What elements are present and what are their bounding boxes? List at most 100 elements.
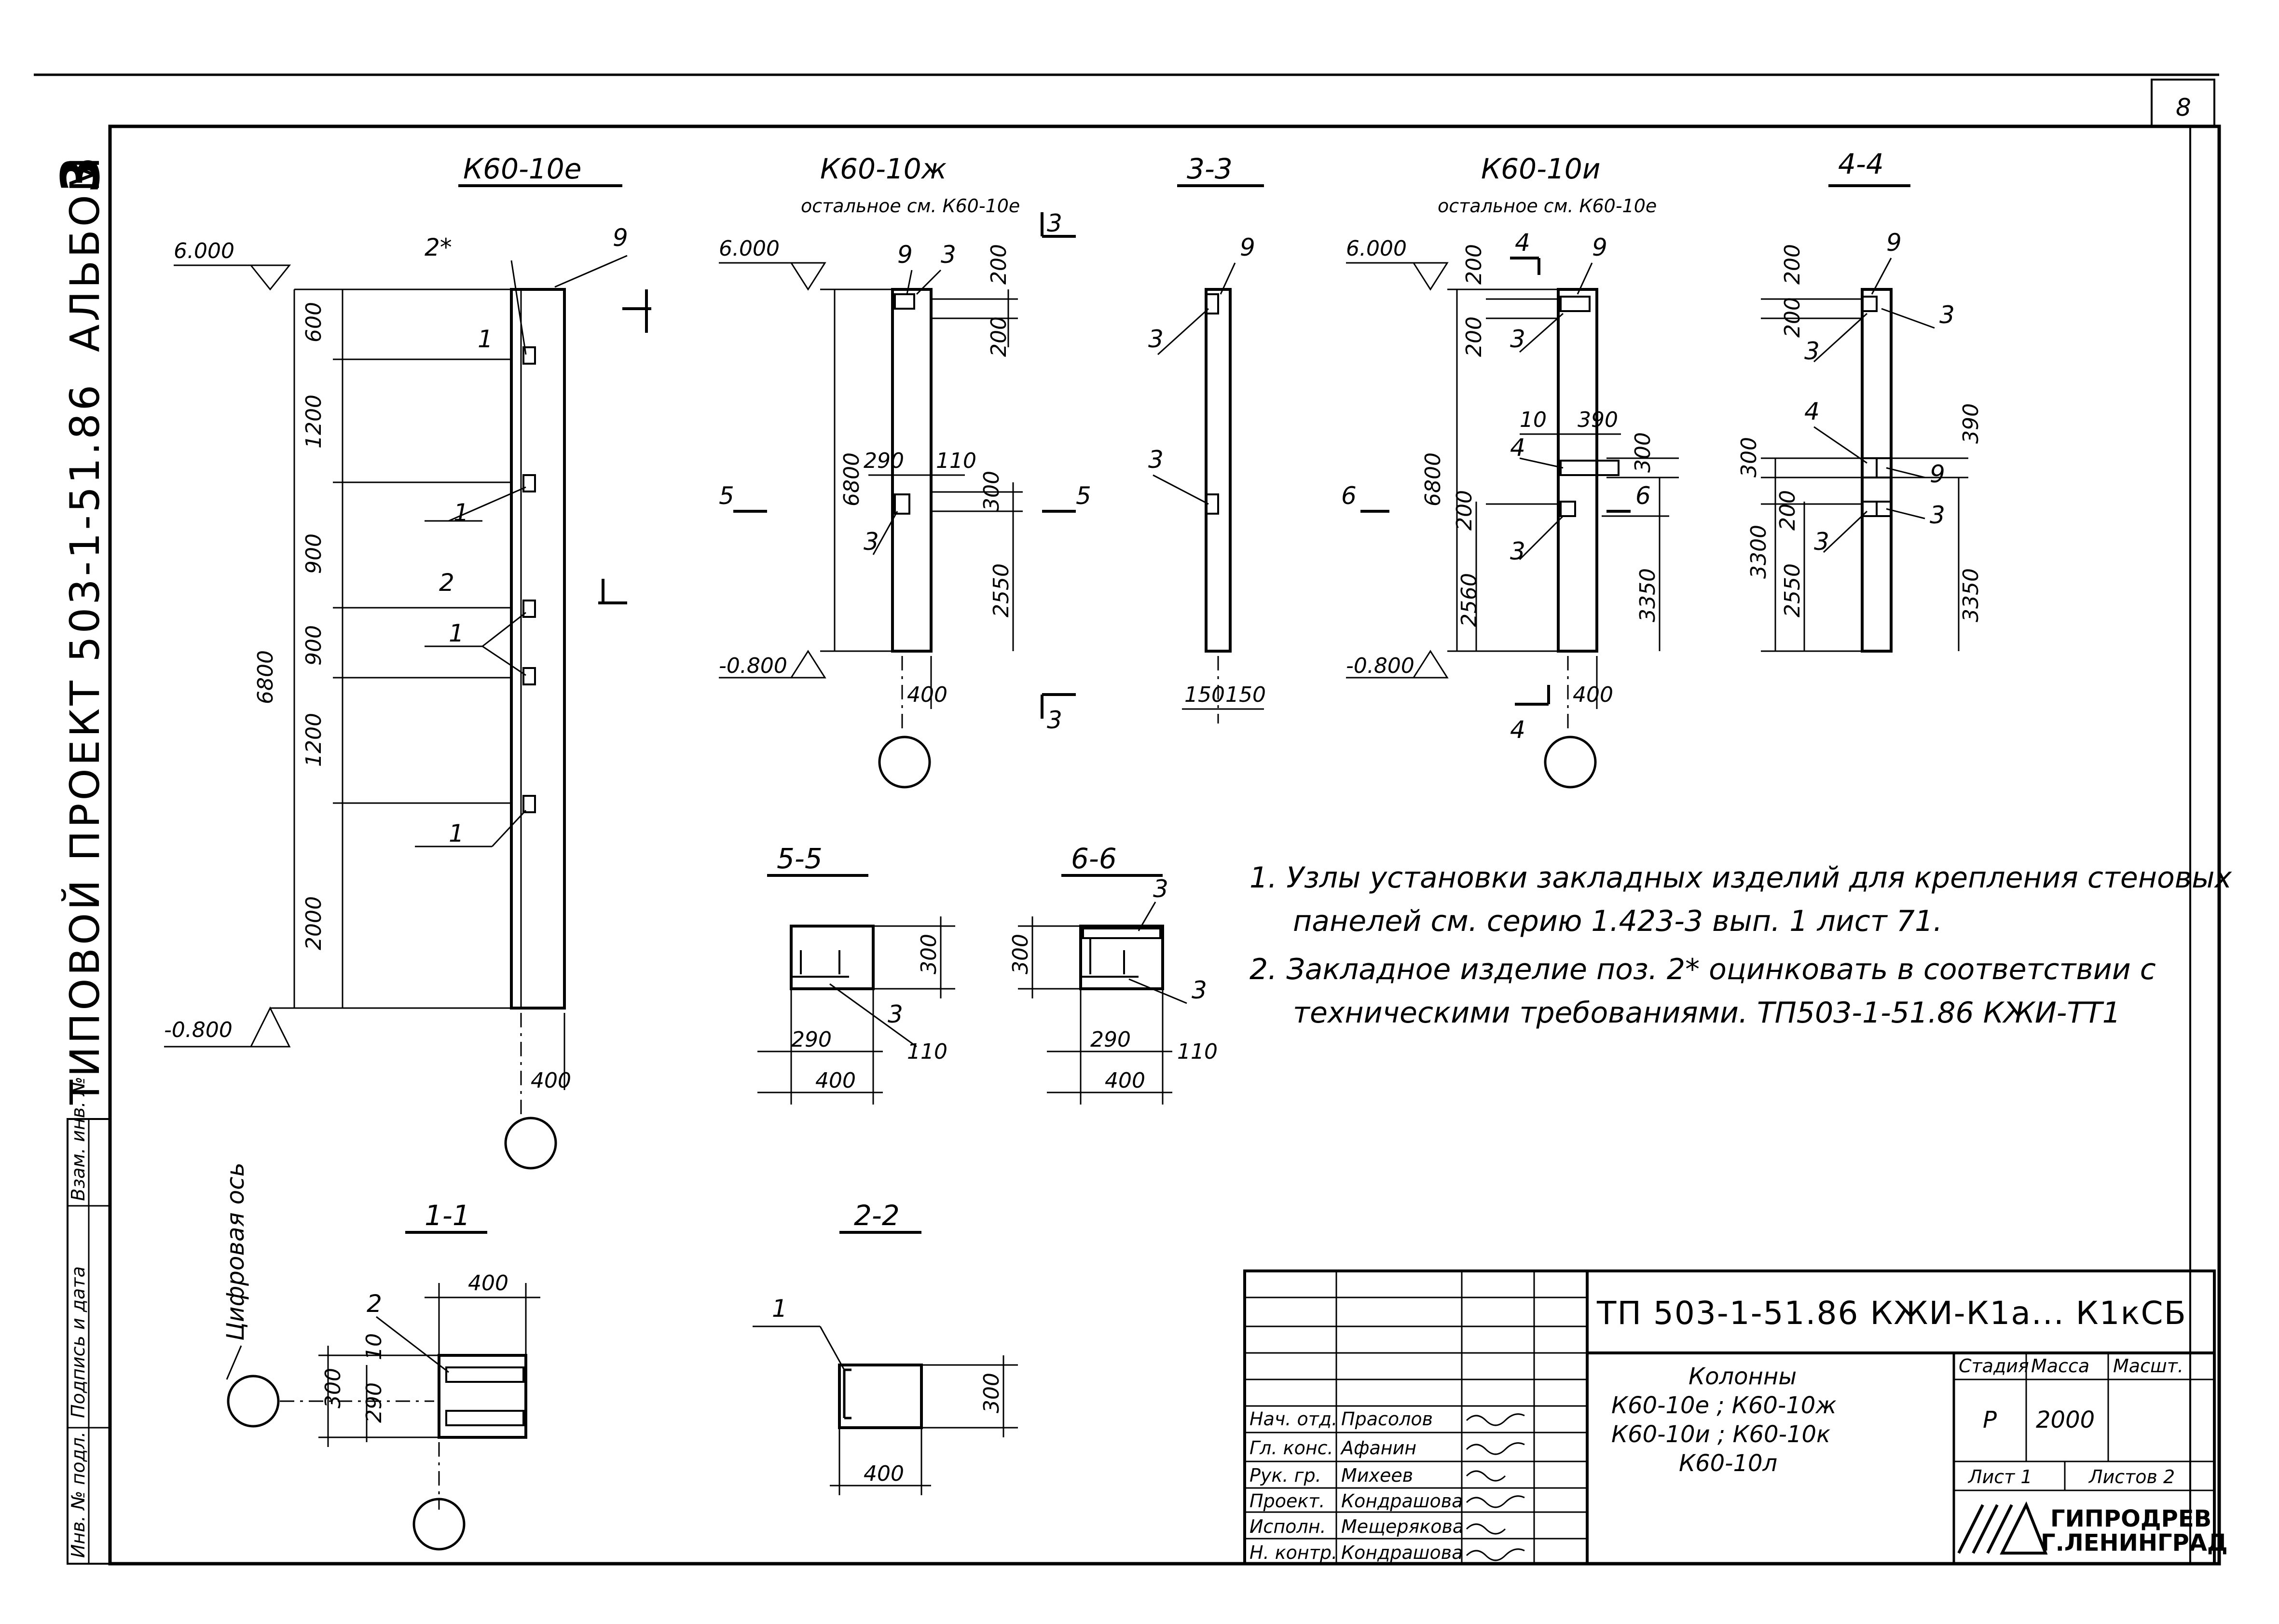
- svg-text:290: 290: [791, 1027, 832, 1052]
- tb-firm-2: Г.ЛЕНИНГРАД: [2041, 1529, 2228, 1556]
- svg-text:300: 300: [917, 934, 941, 974]
- svg-text:3: 3: [1153, 875, 1168, 903]
- column-k60-10e: К60-10е 600 1200 900 900 1200 2000 6800 …: [164, 152, 651, 1170]
- svg-text:110: 110: [936, 449, 976, 473]
- subtitle-k60-10i: остальное см. К60-10е: [1438, 195, 1657, 217]
- svg-text:1200: 1200: [302, 713, 326, 767]
- svg-text:4: 4: [1510, 716, 1525, 744]
- svg-text:3300: 3300: [1746, 525, 1771, 579]
- svg-text:9: 9: [1592, 233, 1607, 261]
- svg-text:200: 200: [987, 316, 1011, 357]
- svg-text:2550: 2550: [1780, 563, 1805, 617]
- svg-text:2*: 2*: [425, 233, 452, 261]
- tb-stage: Р: [1983, 1406, 1997, 1433]
- svg-text:1: 1: [478, 325, 493, 353]
- stamp-sign: Подпись и дата: [68, 1266, 89, 1418]
- svg-text:400: 400: [1105, 1068, 1145, 1093]
- svg-text:290: 290: [362, 1382, 386, 1423]
- tb-code: ТП 503-1-51.86 КЖИ-К1а... К1кСБ: [1596, 1295, 2187, 1332]
- svg-text:6.000: 6.000: [1346, 236, 1407, 261]
- signatures: [1466, 1413, 1525, 1561]
- svg-text:3: 3: [1804, 337, 1820, 365]
- subtitle-k60-10zh: остальное см. К60-10е: [801, 195, 1020, 217]
- side-title: АЛЬБОМ 3 ТИПОВОЙ ПРОЕКТ 503-1-51.86: [50, 153, 111, 1105]
- tb-person-1: Прасолов: [1341, 1408, 1433, 1430]
- sheet-number: 8: [2176, 94, 2191, 122]
- title-k60-10i: К60-10и: [1481, 152, 1600, 185]
- svg-text:300: 300: [321, 1368, 345, 1408]
- tb-role-2: Гл. конс.: [1249, 1437, 1333, 1459]
- tb-name-3: К60-10и ; К60-10к: [1611, 1421, 1830, 1448]
- svg-text:2: 2: [367, 1290, 382, 1318]
- tb-role-6: Н. контр.: [1249, 1542, 1337, 1563]
- svg-text:9: 9: [1240, 233, 1255, 261]
- tb-person-2: Афанин: [1340, 1437, 1416, 1459]
- svg-text:9: 9: [613, 224, 628, 252]
- svg-text:3: 3: [1939, 301, 1955, 329]
- tb-role-5: Исполн.: [1249, 1516, 1326, 1537]
- title-2-2: 2-2: [854, 1199, 900, 1232]
- svg-text:5: 5: [719, 482, 734, 510]
- axis-label: Цифровая ось: [221, 1162, 249, 1341]
- svg-text:1: 1: [449, 819, 464, 847]
- svg-text:300: 300: [1631, 432, 1655, 473]
- svg-text:200: 200: [1452, 490, 1477, 531]
- svg-text:4: 4: [1515, 229, 1530, 257]
- svg-text:110: 110: [1177, 1039, 1218, 1064]
- title-4-4: 4-4: [1838, 148, 1884, 180]
- project-title: ТИПОВОЙ ПРОЕКТ 503-1-51.86: [61, 382, 109, 1105]
- column-k60-10i: К60-10и остальное см. К60-10е 6800 200 2…: [1341, 152, 1679, 789]
- svg-text:9: 9: [1930, 460, 1945, 488]
- svg-text:900: 900: [302, 533, 326, 574]
- section-3-3: 3-3 9 3 3 150 150: [1148, 152, 1266, 723]
- tb-role-1: Нач. отд.: [1249, 1408, 1337, 1430]
- svg-text:2000: 2000: [302, 896, 326, 950]
- svg-text:10: 10: [1520, 408, 1547, 432]
- svg-text:4: 4: [1510, 434, 1525, 462]
- left-stamp: Инв. № подл. Подпись и дата Взам. инв. №: [67, 1077, 111, 1565]
- svg-text:9: 9: [1886, 229, 1902, 257]
- svg-text:400: 400: [531, 1068, 571, 1093]
- album-number: 3: [50, 153, 111, 193]
- svg-text:3: 3: [888, 1000, 903, 1028]
- section-6-6: 6-6 300 290 110 400 3 3: [1008, 842, 1218, 1105]
- tb-head-mass: Масса: [2031, 1355, 2089, 1377]
- tb-person-4: Кондрашова: [1341, 1490, 1463, 1512]
- svg-text:200: 200: [1462, 316, 1486, 357]
- svg-text:1: 1: [449, 619, 464, 647]
- tb-firm-1: ГИПРОДРЕВ: [2050, 1505, 2211, 1532]
- svg-text:400: 400: [1573, 682, 1613, 707]
- svg-text:400: 400: [864, 1461, 904, 1486]
- svg-text:3350: 3350: [1635, 568, 1660, 622]
- svg-text:200: 200: [1780, 244, 1805, 285]
- svg-text:200: 200: [1775, 490, 1800, 531]
- svg-text:-0.800: -0.800: [719, 654, 787, 678]
- tb-role-4: Проект.: [1249, 1490, 1325, 1512]
- stamp-zam: Взам. инв. №: [68, 1077, 89, 1201]
- svg-text:3: 3: [1930, 501, 1945, 529]
- svg-text:3: 3: [1814, 528, 1829, 556]
- tb-head-scale: Масшт.: [2113, 1355, 2183, 1377]
- svg-text:400: 400: [815, 1068, 856, 1093]
- svg-text:3: 3: [1192, 976, 1207, 1004]
- section-4-4: 4-4 200 200 300 200 3300 2550 390 3350 9…: [1737, 148, 1983, 653]
- svg-text:6800: 6800: [1421, 452, 1445, 506]
- svg-text:9: 9: [897, 241, 913, 269]
- section-5-5: 5-5 300 290 110 400 3: [757, 842, 955, 1105]
- svg-text:900: 900: [302, 625, 326, 666]
- tb-head-stage: Стадия: [1959, 1355, 2029, 1377]
- svg-text:2560: 2560: [1457, 573, 1482, 627]
- svg-text:3: 3: [1148, 446, 1164, 474]
- svg-text:2550: 2550: [989, 563, 1014, 617]
- svg-text:1: 1: [772, 1295, 787, 1323]
- title-6-6: 6-6: [1071, 842, 1117, 875]
- svg-text:150: 150: [1225, 682, 1266, 707]
- column-k60-10zh: К60-10ж остальное см. К60-10е 6800 200 2…: [719, 152, 1091, 789]
- svg-text:200: 200: [1462, 244, 1486, 285]
- svg-text:6: 6: [1635, 482, 1651, 510]
- svg-text:1200: 1200: [302, 395, 326, 449]
- svg-text:300: 300: [979, 1373, 1004, 1413]
- album-label: АЛЬБОМ: [61, 154, 109, 352]
- svg-text:3: 3: [1148, 325, 1164, 353]
